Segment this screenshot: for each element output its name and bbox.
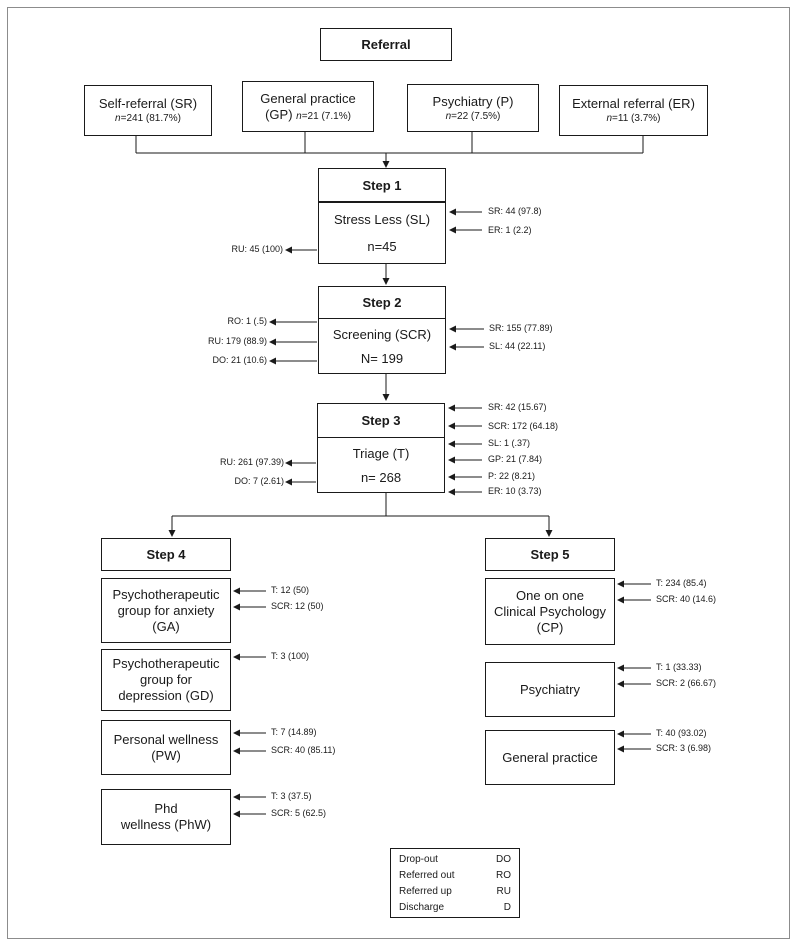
flow-label: SR: 44 (97.8) bbox=[488, 206, 542, 216]
program-line: group for bbox=[139, 672, 193, 687]
program-depression-group: Psychotherapeutic group for depression (… bbox=[101, 649, 231, 711]
program-general-practice: General practice bbox=[485, 730, 615, 785]
flow-label: T: 3 (100) bbox=[271, 651, 310, 661]
step2-title: Step 2 bbox=[319, 287, 445, 319]
figure-frame bbox=[7, 7, 790, 939]
flow-label: GP: 21 (7.84) bbox=[488, 454, 543, 464]
step1-count: n=45 bbox=[367, 239, 397, 254]
program-line: Clinical Psychology bbox=[494, 603, 606, 619]
step3-title: Step 3 bbox=[318, 404, 444, 438]
flow-label-out: DO: 7 (2.61) bbox=[234, 476, 284, 486]
step1-box: Step 1 Stress Less (SL) n=45 bbox=[318, 168, 446, 264]
flow-label: T: 40 (93.02) bbox=[656, 728, 707, 738]
program-personal-wellness: Personal wellness (PW) bbox=[101, 720, 231, 775]
program-line: wellness (PhW) bbox=[120, 817, 212, 832]
step1-name: Stress Less (SL) bbox=[333, 212, 431, 227]
flow-label: SCR: 40 (85.11) bbox=[271, 745, 336, 755]
program-psychiatry: Psychiatry bbox=[485, 662, 615, 717]
source-count: n=11 (3.7%) bbox=[606, 113, 661, 124]
step5-title-box: Step 5 bbox=[485, 538, 615, 571]
flow-label: SCR: 40 (14.6) bbox=[656, 594, 717, 604]
flow-label: SL: 1 (.37) bbox=[488, 438, 531, 448]
flow-label: SCR: 12 (50) bbox=[271, 601, 324, 611]
flow-label-out: RU: 179 (88.9) bbox=[207, 336, 267, 346]
referral-title-box: Referral bbox=[320, 28, 452, 61]
flow-label: SR: 155 (77.89) bbox=[489, 323, 553, 333]
program-phd-wellness: Phd wellness (PhW) bbox=[101, 789, 231, 845]
step4-title-box: Step 4 bbox=[101, 538, 231, 571]
flow-label: T: 234 (85.4) bbox=[656, 578, 707, 588]
flow-label: P: 22 (8.21) bbox=[488, 471, 536, 481]
program-line: (CP) bbox=[536, 619, 564, 635]
flow-label: T: 1 (33.33) bbox=[656, 662, 702, 672]
flow-label-out: RO: 1 (.5) bbox=[227, 316, 267, 326]
referral-title: Referral bbox=[361, 36, 411, 52]
program-line: Phd bbox=[154, 801, 178, 816]
step2-name: Screening (SCR) bbox=[332, 327, 432, 342]
source-external-referral: External referral (ER) n=11 (3.7%) bbox=[559, 85, 708, 136]
flow-label-out: RU: 261 (97.39) bbox=[219, 457, 284, 467]
flow-label-out: DO: 21 (10.6) bbox=[212, 355, 267, 365]
flow-label: SL: 44 (22.11) bbox=[489, 341, 546, 351]
program-line: depression (GD) bbox=[118, 688, 214, 703]
flow-label: SCR: 2 (66.67) bbox=[656, 678, 717, 688]
source-count: n=241 (81.7%) bbox=[115, 113, 181, 124]
flow-label: T: 7 (14.89) bbox=[271, 727, 317, 737]
source-label: Self-referral (SR) bbox=[98, 96, 198, 111]
program-line: General practice bbox=[502, 749, 598, 765]
flow-label: T: 3 (37.5) bbox=[271, 791, 312, 801]
flow-label: SR: 42 (15.67) bbox=[488, 402, 547, 412]
step1-title: Step 1 bbox=[319, 169, 445, 203]
source-label: Psychiatry (P) bbox=[432, 93, 514, 109]
flow-label: SCR: 172 (64.18) bbox=[488, 421, 559, 431]
flow-label: ER: 1 (2.2) bbox=[488, 225, 532, 235]
step4-title: Step 4 bbox=[146, 546, 186, 562]
flow-label: SCR: 5 (62.5) bbox=[271, 808, 327, 818]
source-label: External referral (ER) bbox=[572, 96, 695, 111]
program-line: (GA) bbox=[152, 618, 180, 634]
program-line: group for anxiety bbox=[117, 602, 215, 618]
program-line: Psychotherapeutic bbox=[112, 586, 220, 602]
source-general-practice: General practice (GP) n=21 (7.1%) bbox=[242, 81, 374, 132]
program-line: Psychiatry bbox=[520, 681, 580, 697]
step2-count: N= 199 bbox=[360, 351, 404, 366]
source-label: General practice bbox=[260, 90, 356, 106]
source-count: (GP) n=21 (7.1%) bbox=[265, 106, 351, 122]
step3-name: Triage (T) bbox=[352, 446, 410, 461]
flow-label: T: 12 (50) bbox=[271, 585, 310, 595]
source-self-referral: Self-referral (SR) n=241 (81.7%) bbox=[84, 85, 212, 136]
step3-count: n= 268 bbox=[360, 470, 402, 485]
program-line: (PW) bbox=[151, 747, 181, 763]
program-anxiety-group: Psychotherapeutic group for anxiety (GA) bbox=[101, 578, 231, 643]
program-line: Psychotherapeutic bbox=[112, 656, 220, 671]
step2-box: Step 2 Screening (SCR) N= 199 bbox=[318, 286, 446, 374]
source-count: n=22 (7.5%) bbox=[445, 110, 501, 122]
flow-label-out: RU: 45 (100) bbox=[231, 244, 283, 254]
flow-label: ER: 10 (3.73) bbox=[488, 486, 542, 496]
step5-title: Step 5 bbox=[530, 546, 570, 562]
source-psychiatry: Psychiatry (P) n=22 (7.5%) bbox=[407, 84, 539, 132]
program-clinical-psychology: One on one Clinical Psychology (CP) bbox=[485, 578, 615, 645]
program-line: One on one bbox=[516, 587, 584, 603]
flow-label: SCR: 3 (6.98) bbox=[656, 743, 712, 753]
step3-box: Step 3 Triage (T) n= 268 bbox=[317, 403, 445, 493]
program-line: Personal wellness bbox=[113, 731, 219, 747]
